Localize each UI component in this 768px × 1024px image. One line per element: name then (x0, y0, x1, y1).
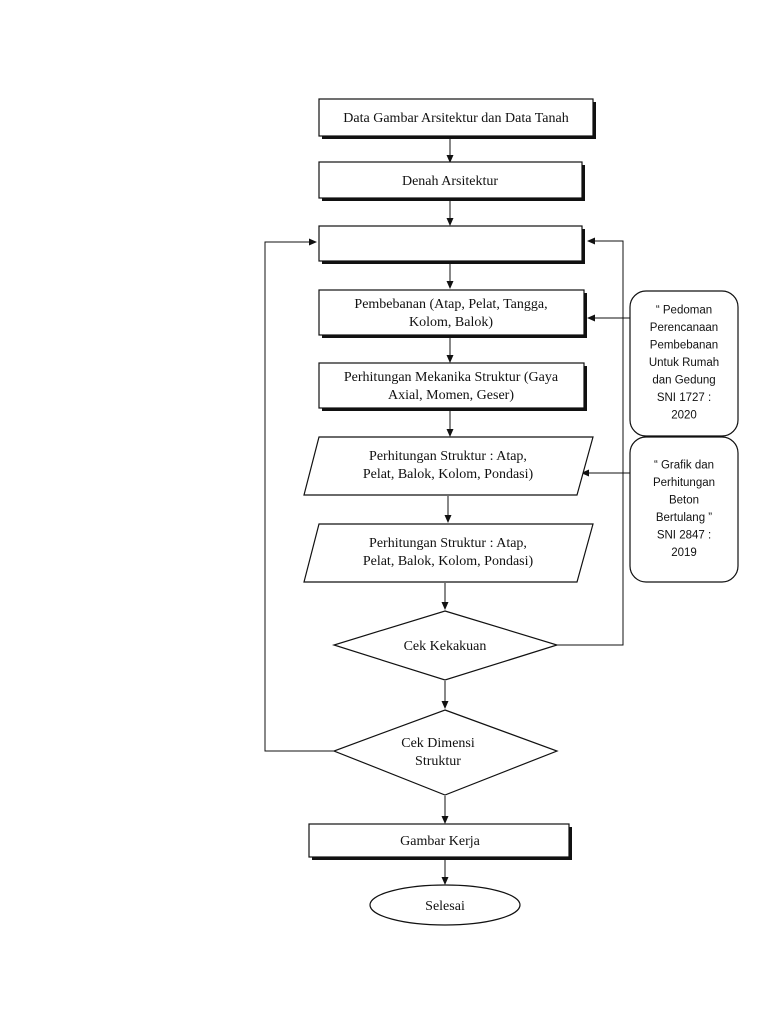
label-line: Untuk Rumah (649, 357, 719, 369)
node-denah-arsitektur-label: Denah Arsitektur (402, 174, 498, 189)
label-line: SNI 2847 : (657, 529, 711, 541)
label-line: Gambar Kerja (400, 834, 480, 849)
node-perhitungan-struktur-2-label: Perhitungan Struktur : Atap, Pelat, Balok… (363, 536, 534, 569)
node-gambar-kerja: Gambar Kerja (308, 823, 572, 860)
label-line: Cek Dimensi (401, 736, 475, 751)
node-selesai-label: Selesai (425, 899, 465, 914)
label-line: Axial, Momen, Geser) (388, 388, 514, 403)
label-line: Data Gambar Arsitektur dan Data Tanah (343, 111, 568, 126)
node-gambar-kerja-label: Gambar Kerja (400, 834, 480, 849)
node-perhitungan-struktur-1: Perhitungan Struktur : Atap, Pelat, Balok… (303, 436, 594, 496)
node-perhitungan-struktur-1-label: Perhitungan Struktur : Atap, Pelat, Balok… (363, 449, 534, 482)
node-selesai: Selesai (369, 884, 521, 926)
label-line: SNI 1727 : (657, 392, 711, 404)
label-line: Bertulang ” (656, 512, 712, 524)
label-line: Cek Kekakuan (404, 639, 487, 654)
node-perhitungan-struktur-2: Perhitungan Struktur : Atap, Pelat, Balok… (303, 523, 594, 583)
label-line: Pembebanan (Atap, Pelat, Tangga, (354, 297, 547, 312)
edge-cek-dimensi-feedback-loop (264, 238, 334, 752)
node-data-input: Data Gambar Arsitektur dan Data Tanah (318, 98, 596, 139)
label-line: Perhitungan Mekanika Struktur (Gaya (344, 370, 559, 385)
label-line: Kolom, Balok) (409, 315, 493, 330)
connectors (264, 137, 630, 885)
label-line: Pelat, Balok, Kolom, Pondasi) (363, 554, 534, 569)
node-denah-arsitektur: Denah Arsitektur (318, 161, 585, 201)
node-pembebanan: Pembebanan (Atap, Pelat, Tangga, Kolom, B… (318, 289, 587, 338)
label-line: dan Gedung (652, 375, 715, 387)
label-line: Perencanaan (650, 322, 718, 334)
label-line: “ Pedoman (656, 305, 712, 317)
label-line: Perhitungan Struktur : Atap, (369, 449, 527, 464)
label-line: 2019 (671, 547, 697, 559)
label-line: Perhitungan Struktur : Atap, (369, 536, 527, 551)
label-line: Perhitungan (653, 477, 715, 489)
label-line: Pembebanan (650, 340, 718, 352)
label-line: Selesai (425, 899, 465, 914)
edge-cek-kekakuan-feedback-loop (557, 237, 624, 646)
label-line: Pelat, Balok, Kolom, Pondasi) (363, 467, 534, 482)
node-pembebanan-label: Pembebanan (Atap, Pelat, Tangga, Kolom, B… (354, 297, 547, 330)
label-line: “ Grafik dan (654, 459, 714, 471)
node-empty-box (318, 225, 585, 264)
node-cek-kekakuan: Cek Kekakuan (331, 610, 560, 681)
label-line: Beton (669, 494, 699, 506)
label-line: Denah Arsitektur (402, 174, 498, 189)
node-data-input-label: Data Gambar Arsitektur dan Data Tanah (343, 111, 568, 126)
label-line: Struktur (415, 754, 461, 769)
label-line: 2020 (671, 410, 697, 422)
node-cek-kekakuan-label: Cek Kekakuan (404, 639, 487, 654)
